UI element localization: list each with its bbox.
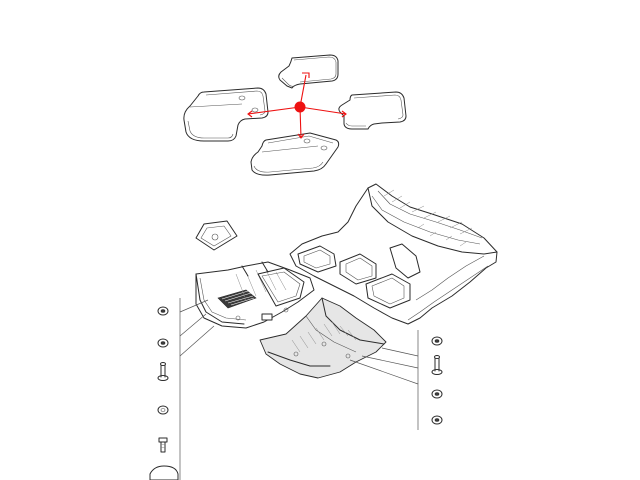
screw-fastener-icon <box>158 437 168 453</box>
rear-floor-carpet[interactable] <box>289 183 498 325</box>
floor-mat-rear-top[interactable] <box>278 54 339 89</box>
clip-fastener-icon <box>431 389 443 399</box>
clip-fastener-icon <box>431 415 443 425</box>
leader-lines-right <box>349 330 419 430</box>
leader-lines-left <box>179 298 215 480</box>
stud-fastener-icon <box>431 355 443 375</box>
floor-mat-rear-bottom[interactable] <box>250 132 340 176</box>
cap-fastener-icon <box>149 465 179 480</box>
connector-hub-icon <box>294 101 306 113</box>
fastener-set-left[interactable] <box>149 306 179 480</box>
floor-mat-front-right[interactable] <box>338 91 407 130</box>
clip-fastener-icon <box>431 336 443 346</box>
side-carpet-section[interactable] <box>259 297 387 379</box>
carpet-access-cover[interactable] <box>195 220 238 251</box>
clip-fastener-icon <box>157 405 169 415</box>
clip-fastener-icon <box>157 338 169 348</box>
front-floor-carpet[interactable] <box>195 261 315 329</box>
fastener-set-right[interactable] <box>431 336 443 425</box>
floor-mat-front-left[interactable] <box>183 87 269 142</box>
stud-fastener-icon <box>157 362 169 381</box>
mat-connector-callout <box>247 72 347 139</box>
clip-fastener-icon <box>157 306 169 316</box>
